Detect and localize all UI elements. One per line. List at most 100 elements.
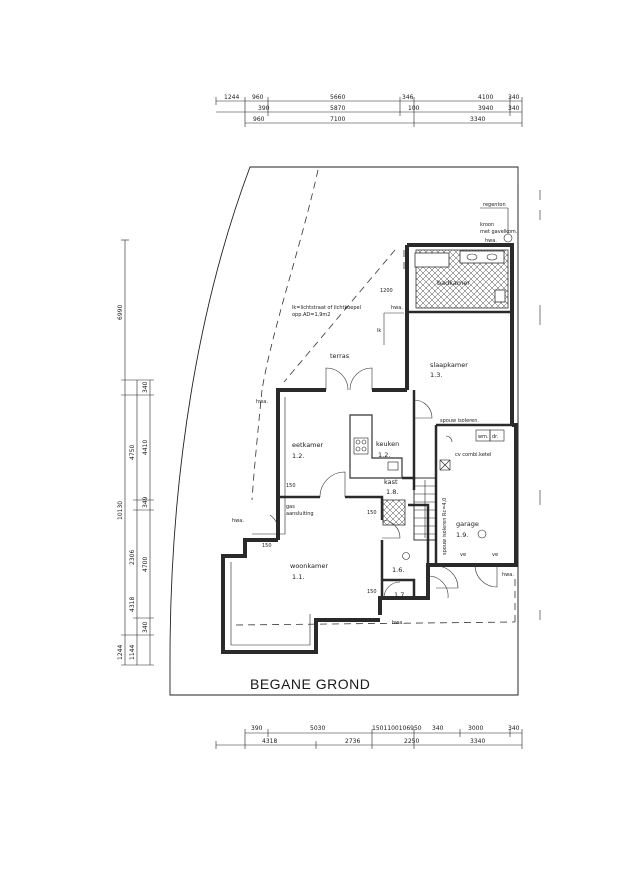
room-toilet-no: 1.7.: [394, 591, 406, 599]
note-hwa-bottom: hwa.: [392, 620, 404, 626]
room-slaapkamer-no: 1.3.: [430, 371, 442, 379]
dim-top-14: 3340: [470, 116, 485, 123]
note-kroon-2: met gavelkom.: [480, 229, 518, 235]
staircase: [413, 477, 437, 541]
dim-top-3: 5660: [330, 94, 345, 101]
plan-title: BEGANE GROND: [250, 676, 370, 692]
bottom-dimension-lines: 390 5030 1501100106950 340 3000 340 4318…: [215, 725, 523, 749]
dim-bottom-7: 4318: [262, 738, 277, 745]
kitchen-counter: [349, 414, 403, 479]
dim-left-11: 4410: [142, 440, 149, 455]
dim-left-2: 10130: [117, 501, 124, 520]
dim-bottom-2: 5030: [310, 725, 325, 732]
top-dimension-lines: 1244 960 5660 346 4100 340 390 5870 100 …: [215, 94, 523, 127]
note-150-b: 150: [367, 510, 377, 516]
dim-top-12: 960: [253, 116, 265, 123]
note-hwa-bath: hwa.: [391, 305, 403, 311]
dim-left-4: 1144: [129, 645, 136, 660]
dim-left-3: 6990: [117, 305, 124, 320]
dim-top-8: 5870: [330, 105, 345, 112]
dim-top-4: 346: [402, 94, 414, 101]
dim-left-1: 1244: [117, 645, 124, 660]
room-woonkamer: woonkamer: [290, 562, 328, 570]
room-badkamer: badkamer: [437, 279, 470, 287]
note-lk: lk: [377, 328, 381, 334]
note-lichtstraat-1: lk=lichtstraat of lichtkoepel: [292, 305, 361, 311]
note-kroon-1: kroon: [480, 222, 494, 228]
dim-top-6: 340: [508, 94, 520, 101]
note-wm: wm.: [478, 434, 489, 440]
dim-bottom-4: 340: [432, 725, 444, 732]
dim-left-9: 4700: [142, 557, 149, 572]
dim-bottom-3: 1501100106950: [372, 725, 422, 732]
dim-left-8: 340: [142, 621, 149, 633]
note-hwa-left: hwa.: [256, 399, 268, 405]
dim-top-9: 100: [408, 105, 420, 112]
note-ve-1: ve: [460, 552, 466, 558]
note-cv: cv combi.ketel: [455, 452, 491, 458]
dim-top-10: 3940: [478, 105, 493, 112]
note-spouw-2: spouw isoleren Rc=4,0: [442, 498, 448, 555]
dim-top-7: 390: [258, 105, 270, 112]
dim-left-7: 4750: [129, 445, 136, 460]
rain-barrel-icon: [503, 233, 513, 243]
room-garage-no: 1.9.: [456, 531, 468, 539]
note-lichtstraat-2: opp.AD=1,9m2: [292, 312, 330, 318]
dim-top-2: 960: [252, 94, 264, 101]
note-150-a: 150: [286, 483, 296, 489]
dim-left-12: 340: [142, 381, 149, 393]
room-garage: garage: [456, 520, 479, 528]
room-labels: badkamer slaapkamer 1.3. terras eetkamer…: [290, 279, 487, 599]
note-ve-2: ve: [492, 552, 498, 558]
note-hwa-gas: hwa.: [232, 518, 244, 524]
toilet: [494, 289, 506, 303]
bathroom: [414, 249, 509, 309]
note-gas-2: aansluiting: [286, 511, 314, 517]
room-hal-no: 1.6.: [392, 566, 404, 574]
dim-top-11: 340: [508, 105, 520, 112]
dim-left-10: 349: [142, 496, 149, 508]
garage-fixtures: [439, 429, 505, 471]
dim-bottom-1: 390: [251, 725, 263, 732]
dim-bottom-8: 2736: [345, 738, 360, 745]
notes: regenton kroon met gavelkom. hwa. lk=lic…: [232, 202, 518, 626]
room-woonkamer-no: 1.1.: [292, 573, 304, 581]
note-spouw-1: spouw isoleren.: [440, 418, 479, 424]
room-keuken: keuken: [376, 440, 399, 448]
note-1200: 1200: [380, 288, 393, 294]
room-eetkamer-no: 1.2.: [292, 452, 304, 460]
note-regenton: regenton: [483, 202, 506, 208]
dim-top-13: 7100: [330, 116, 345, 123]
note-gas-1: gas: [286, 504, 295, 510]
cv-boiler-icon: [439, 459, 451, 471]
dashed-overhang: [235, 169, 516, 626]
dim-bottom-10: 3340: [470, 738, 485, 745]
dim-bottom-9: 2250: [404, 738, 419, 745]
dim-left-6: 2306: [129, 550, 136, 565]
kitchen-sink-icon: [387, 461, 399, 471]
dim-top-1: 1244: [224, 94, 239, 101]
dim-top-5: 4100: [478, 94, 493, 101]
room-slaapkamer: slaapkamer: [430, 361, 468, 369]
meter-cupboard: [382, 499, 406, 526]
room-keuken-no: 1.2.: [378, 451, 390, 459]
door-swings: [269, 312, 498, 599]
note-150-d: 150: [367, 589, 377, 595]
note-hwa-top: hwa.: [485, 238, 497, 244]
note-dr: dr.: [492, 434, 499, 440]
rain-barrel: [480, 207, 513, 243]
dim-bottom-5: 3000: [468, 725, 483, 732]
note-150-c: 150: [262, 543, 272, 549]
note-hwa-garage: hwa.: [502, 572, 514, 578]
room-terras: terras: [330, 352, 350, 360]
room-kast: kast: [384, 478, 398, 486]
dim-bottom-6: 340: [508, 725, 520, 732]
dim-left-5: 4318: [129, 597, 136, 612]
bathtub: [414, 252, 450, 268]
left-dimension-lines: 1244 10130 6990 1144 4318 2306 4750 340 …: [117, 239, 154, 666]
double-sink: [459, 250, 505, 264]
room-eetkamer: eetkamer: [292, 441, 324, 449]
cooktop-icon: [353, 437, 369, 455]
room-kast-no: 1.8.: [386, 488, 398, 496]
